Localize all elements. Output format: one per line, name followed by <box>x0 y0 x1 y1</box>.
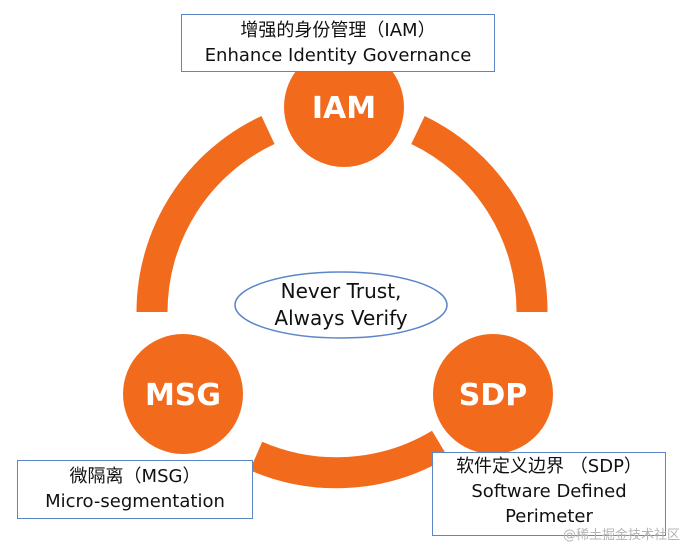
callout-iam-en: Enhance Identity Governance <box>204 45 472 66</box>
callout-iam: 增强的身份管理（IAM） Enhance Identity Governance <box>181 14 495 72</box>
watermark: @稀土掘金技术社区 <box>562 528 680 543</box>
callout-sdp-en-2: Perimeter <box>505 506 593 527</box>
center-ellipse <box>234 271 448 339</box>
ring-arc-msg-iam <box>136 115 275 313</box>
node-sdp-circle <box>433 334 553 454</box>
callout-msg-zh: 微隔离（MSG） <box>69 466 201 487</box>
node-sdp-label: SDP <box>459 378 528 413</box>
node-sdp: SDP <box>433 334 553 454</box>
ring-arc-iam-sdp <box>411 116 548 313</box>
callout-msg-en: Micro-segmentation <box>45 491 225 512</box>
node-iam-circle <box>284 47 404 167</box>
center-motto: Never Trust, Always Verify <box>234 271 448 339</box>
node-iam: IAM <box>284 47 404 167</box>
ring-arc-sdp-msg <box>249 430 448 489</box>
node-iam-label: IAM <box>312 91 376 126</box>
callout-sdp-en-1: Software Defined <box>471 481 627 502</box>
callout-msg: 微隔离（MSG） Micro-segmentation <box>17 460 253 519</box>
node-msg-label: MSG <box>145 378 221 413</box>
callout-iam-zh: 增强的身份管理（IAM） <box>240 20 436 41</box>
callout-sdp-zh: 软件定义边界 （SDP） <box>456 456 642 477</box>
callout-sdp: 软件定义边界 （SDP） Software Defined Perimeter <box>432 452 666 536</box>
node-msg-circle <box>123 334 243 454</box>
center-line-1: Never Trust, <box>281 279 402 303</box>
node-msg: MSG <box>123 334 243 454</box>
center-line-2: Always Verify <box>274 306 407 330</box>
